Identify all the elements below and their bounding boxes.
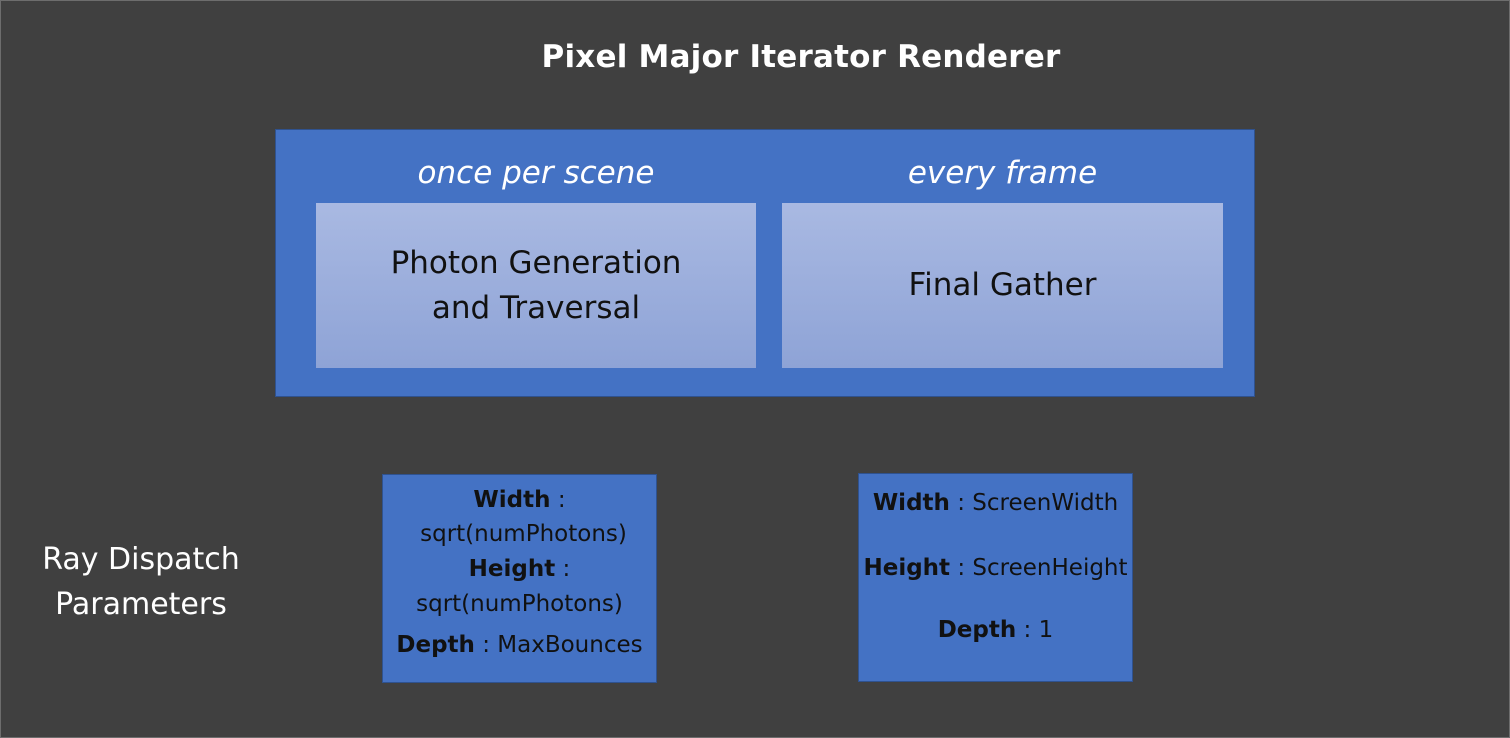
param-sep: :	[1016, 617, 1039, 643]
param-box-photon-generation: Width : sqrt(numPhotons) Height : sqrt(n…	[382, 474, 657, 683]
param-width-row: Width :	[383, 487, 656, 513]
param-value: MaxBounces	[497, 632, 643, 658]
stage-box-line: Final Gather	[908, 267, 1097, 304]
param-value: ScreenWidth	[972, 490, 1119, 516]
stage-label-once-per-scene: once per scene	[417, 155, 655, 191]
param-key: Width	[473, 487, 551, 513]
param-sep: :	[474, 632, 498, 658]
param-depth-row: Depth : MaxBounces	[383, 632, 656, 658]
param-width-row: Width : ScreenWidth	[859, 490, 1132, 516]
param-key: Depth	[396, 632, 475, 658]
stage-box-photon-generation: Photon Generation and Traversal	[316, 203, 756, 368]
params-label-line: Parameters	[55, 587, 227, 622]
param-box-final-gather: Width : ScreenWidth Height : ScreenHeigh…	[858, 473, 1133, 682]
param-key: Depth	[937, 617, 1017, 643]
param-height-row: Height :	[383, 556, 656, 582]
stage-box-line: and Traversal	[431, 289, 641, 326]
diagram-title: Pixel Major Iterator Renderer	[541, 39, 1061, 75]
param-depth-row: Depth : 1	[859, 617, 1132, 643]
param-key: Height	[468, 556, 556, 582]
ray-dispatch-parameters-label: Ray Dispatch Parameters	[31, 537, 251, 627]
param-height-row: Height : ScreenHeight	[859, 555, 1132, 581]
param-value: 1	[1038, 617, 1054, 643]
param-sep: :	[550, 487, 566, 513]
param-key: Width	[872, 490, 950, 516]
param-sep: :	[950, 555, 973, 581]
params-label-line: Ray Dispatch	[42, 542, 240, 577]
param-sep: :	[949, 490, 973, 516]
stage-label-every-frame: every frame	[907, 155, 1098, 191]
param-value: ScreenHeight	[972, 555, 1128, 581]
stage-box-line: Photon Generation	[390, 244, 682, 281]
stage-box-final-gather: Final Gather	[782, 203, 1223, 368]
param-sep: :	[555, 556, 571, 582]
param-width-value: sqrt(numPhotons)	[420, 521, 627, 547]
param-key: Height	[863, 555, 951, 581]
param-height-value: sqrt(numPhotons)	[416, 591, 623, 617]
